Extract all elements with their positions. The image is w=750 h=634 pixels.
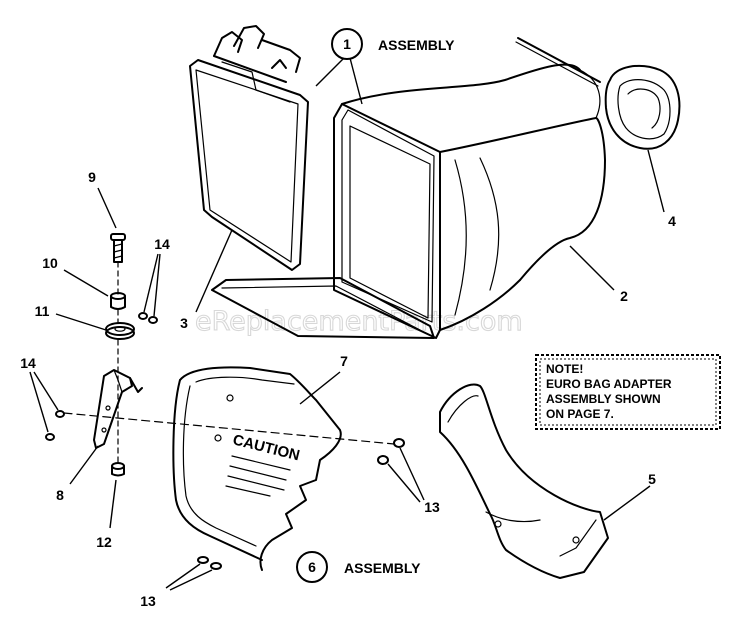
assembly-label-6: ASSEMBLY [344,560,421,576]
part-number-7: 7 [340,353,348,369]
washers-part-13-bottom [197,556,222,570]
bag-housing-part-2 [211,63,606,339]
part-number-4: 4 [668,213,676,229]
bushing-part-10 [110,292,126,310]
note-line-2: EURO BAG ADAPTER [546,377,672,391]
assembly-label-1: ASSEMBLY [378,37,455,53]
bracket-part-8 [93,369,143,449]
caution-label: CAUTION [231,431,301,464]
bolt-part-9 [110,233,126,263]
part-number-13-right: 13 [424,499,440,515]
bushing-part-12 [111,462,125,477]
part-number-14-upper: 14 [154,236,170,252]
part-number-9: 9 [88,169,96,185]
part-number-14-lower: 14 [20,355,36,371]
adapter-part-5 [439,383,609,579]
part-number-13-bottom: 13 [140,593,156,609]
part-number-8: 8 [56,487,64,503]
part-number-3: 3 [180,315,188,331]
part-number-12: 12 [96,534,112,550]
wire-frame-part-3 [189,25,309,271]
pulley-part-11 [105,322,135,340]
deflector-part-7: CAUTION [172,366,342,571]
watermark: eReplacementParts.com [195,306,523,337]
note-line-4: ON PAGE 7. [546,407,614,421]
leader-lines [29,57,665,591]
washers-part-13-right [377,438,405,465]
note-line-1: NOTE! [546,362,583,376]
part-number-5: 5 [648,471,656,487]
assembly-number-6: 6 [308,559,316,575]
part-number-2: 2 [620,288,628,304]
note-line-3: ASSEMBLY SHOWN [546,392,661,406]
assembly-number-1: 1 [343,36,351,52]
seal-part-4 [515,37,681,150]
assembly-callout-6: 6 ASSEMBLY [296,551,421,583]
assembly-callout-1: 1 ASSEMBLY [331,28,455,60]
part-number-11: 11 [35,303,50,319]
rivets-part-14-lower [45,410,65,441]
rivets-part-14-upper [138,312,158,324]
note-box: NOTE! EURO BAG ADAPTER ASSEMBLY SHOWN ON… [535,354,721,430]
part-number-10: 10 [42,255,58,271]
